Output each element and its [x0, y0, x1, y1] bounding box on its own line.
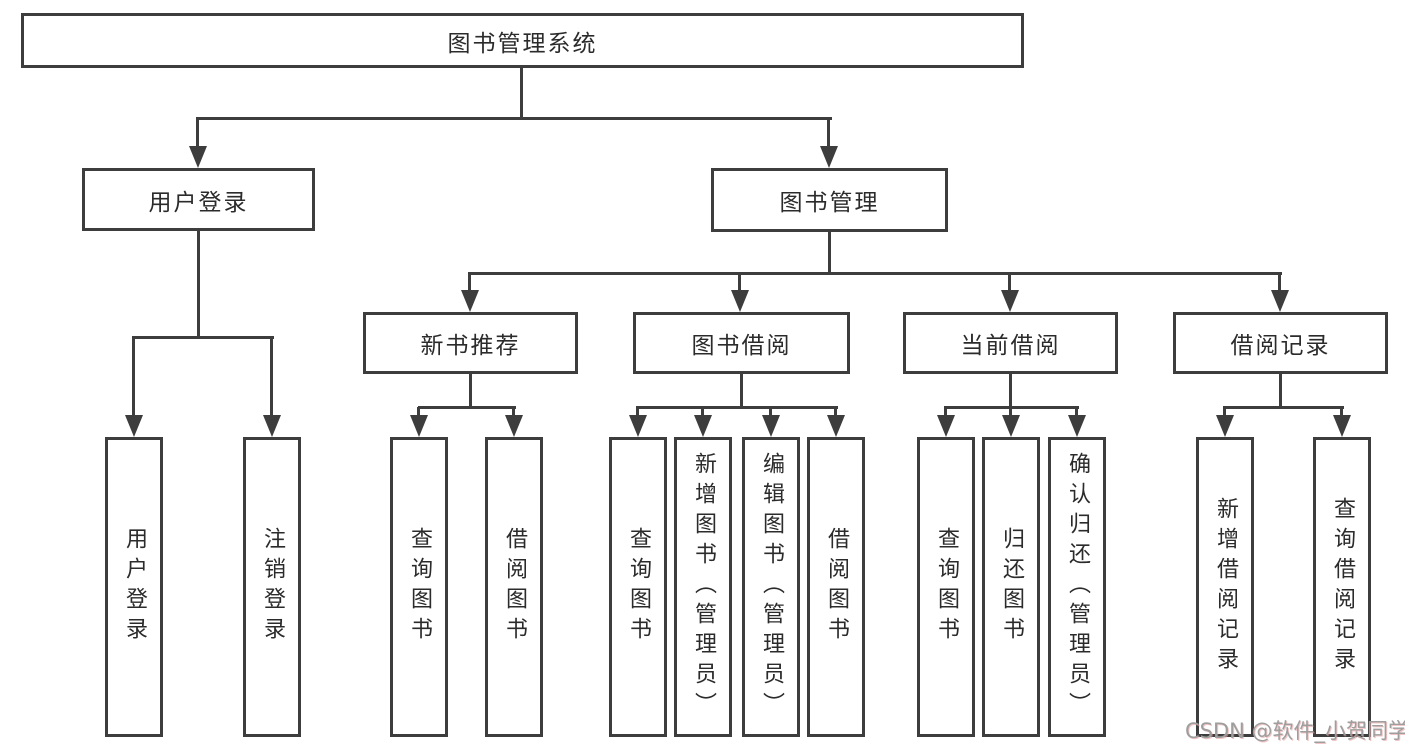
arrow-stem	[1223, 407, 1226, 419]
down-arrow-icon	[505, 407, 523, 437]
node-new-book-recommend: 新书推荐	[363, 312, 578, 374]
down-arrow-icon	[461, 272, 479, 312]
node-root: 图书管理系统	[21, 13, 1024, 68]
leaf-confirm-return-admin: 确认归还（管理员）	[1048, 437, 1106, 737]
arrow-head	[694, 415, 712, 437]
arrow-head	[1068, 415, 1086, 437]
leaf-user-login: 用户登录	[105, 437, 163, 737]
arrow-head	[189, 146, 207, 168]
arrow-head	[1001, 290, 1019, 312]
down-arrow-icon	[820, 117, 838, 168]
arrow-stem	[827, 117, 830, 150]
arrow-stem	[738, 272, 741, 294]
arrow-head	[1216, 415, 1234, 437]
node-user-login: 用户登录	[82, 168, 315, 231]
arrow-stem	[270, 336, 273, 419]
down-arrow-icon	[937, 407, 955, 437]
arrow-stem	[944, 407, 947, 419]
arrow-head	[1271, 290, 1289, 312]
arrow-head	[820, 146, 838, 168]
down-arrow-icon	[762, 407, 780, 437]
arrow-stem	[468, 272, 471, 294]
connector-line	[469, 374, 472, 408]
connector-line	[1223, 406, 1344, 409]
arrow-head	[629, 415, 647, 437]
arrow-stem	[769, 407, 772, 419]
down-arrow-icon	[694, 407, 712, 437]
arrow-stem	[636, 407, 639, 419]
arrow-stem	[1075, 407, 1078, 419]
connector-line	[197, 231, 200, 338]
arrow-head	[937, 415, 955, 437]
down-arrow-icon	[1068, 407, 1086, 437]
connector-line	[469, 272, 1282, 275]
connector-line	[197, 117, 832, 120]
connector-line	[636, 406, 838, 409]
connector-line	[740, 374, 743, 408]
down-arrow-icon	[731, 272, 749, 312]
arrow-stem	[1340, 407, 1343, 419]
node-book-management: 图书管理	[711, 168, 948, 232]
down-arrow-icon	[1001, 272, 1019, 312]
leaf-query-borrow-record: 查询借阅记录	[1313, 437, 1371, 737]
leaf-add-borrow-record: 新增借阅记录	[1196, 437, 1254, 737]
arrow-head	[1333, 415, 1351, 437]
connector-line	[418, 406, 516, 409]
leaf-query-books-recommend: 查询图书	[390, 437, 448, 737]
csdn-watermark: CSDN @软件_小贺同学	[1185, 719, 1405, 743]
down-arrow-icon	[1216, 407, 1234, 437]
arrow-stem	[196, 117, 199, 150]
arrow-head	[731, 290, 749, 312]
leaf-logout: 注销登录	[243, 437, 301, 737]
arrow-stem	[1008, 272, 1011, 294]
connector-line	[520, 68, 523, 119]
arrow-head	[263, 415, 281, 437]
arrow-head	[827, 415, 845, 437]
arrow-stem	[512, 407, 515, 419]
down-arrow-icon	[263, 336, 281, 437]
node-book-borrowing: 图书借阅	[633, 312, 850, 374]
leaf-query-books-borrowing: 查询图书	[609, 437, 667, 737]
arrow-stem	[834, 407, 837, 419]
arrow-stem	[1009, 407, 1012, 419]
down-arrow-icon	[629, 407, 647, 437]
down-arrow-icon	[410, 407, 428, 437]
arrow-head	[410, 415, 428, 437]
down-arrow-icon	[125, 336, 143, 437]
node-current-borrowing: 当前借阅	[903, 312, 1118, 374]
down-arrow-icon	[1333, 407, 1351, 437]
leaf-query-books-current: 查询图书	[917, 437, 975, 737]
arrow-head	[1002, 415, 1020, 437]
leaf-borrow-books-recommend: 借阅图书	[485, 437, 543, 737]
connector-line	[132, 336, 274, 339]
arrow-head	[505, 415, 523, 437]
down-arrow-icon	[1271, 272, 1289, 312]
leaf-edit-books-admin: 编辑图书（管理员）	[742, 437, 800, 737]
node-borrowing-records: 借阅记录	[1173, 312, 1388, 374]
connector-line	[1279, 374, 1282, 408]
connector-line	[1009, 374, 1012, 408]
leaf-add-books-admin: 新增图书（管理员）	[674, 437, 732, 737]
arrow-stem	[701, 407, 704, 419]
leaf-borrow-books: 借阅图书	[807, 437, 865, 737]
arrow-stem	[417, 407, 420, 419]
leaf-return-books: 归还图书	[982, 437, 1040, 737]
arrow-head	[461, 290, 479, 312]
arrow-head	[125, 415, 143, 437]
arrow-stem	[132, 336, 135, 419]
arrow-head	[762, 415, 780, 437]
down-arrow-icon	[1002, 407, 1020, 437]
down-arrow-icon	[189, 117, 207, 168]
connector-line	[828, 231, 831, 275]
down-arrow-icon	[827, 407, 845, 437]
arrow-stem	[1278, 272, 1281, 294]
